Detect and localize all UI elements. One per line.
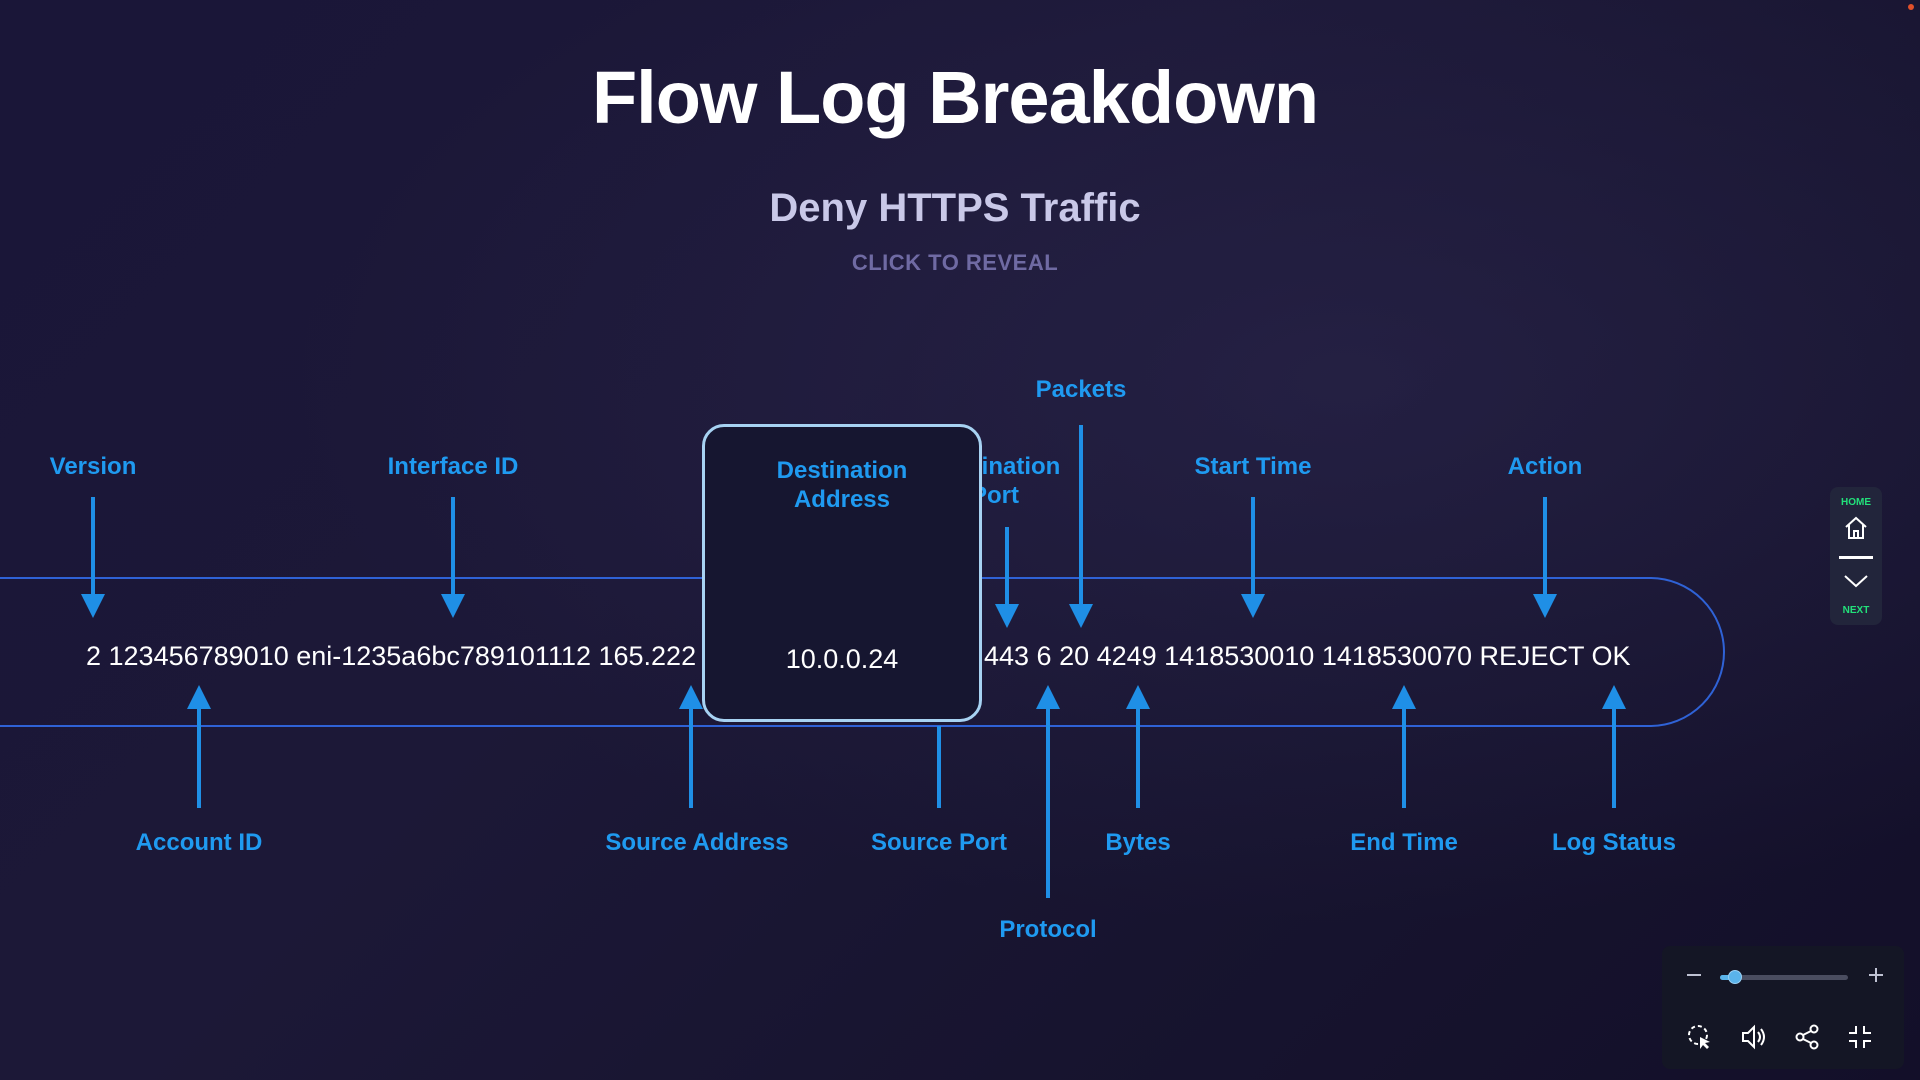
destination-port-label: Destination Port (982, 453, 1061, 509)
log-record-right: 443 6 20 4249 1418530010 1418530070 REJE… (984, 641, 1631, 671)
version-label: Version (49, 453, 137, 480)
log-record-left: 2 123456789010 eni-1235a6bc789101112 165… (86, 641, 697, 671)
status-dot (1908, 4, 1914, 10)
zoom-slider-fill (1720, 975, 1736, 980)
source-address-label: Source Address (605, 829, 789, 856)
destination-address-value: 10.0.0.24 (785, 644, 899, 674)
bytes-label: Bytes (1105, 829, 1171, 856)
interface-id-label: Interface ID (387, 453, 519, 480)
home-icon[interactable] (1843, 515, 1869, 541)
zoom-slider[interactable] (1720, 970, 1848, 984)
zoom-in-icon[interactable] (1864, 963, 1888, 987)
account-id-label: Account ID (135, 829, 263, 856)
zoom-slider-handle[interactable] (1728, 970, 1743, 984)
volume-icon[interactable] (1739, 1022, 1769, 1052)
nav-divider (1839, 556, 1873, 559)
protocol-label: Protocol (999, 916, 1097, 943)
end-time-label: End Time (1350, 829, 1458, 856)
destination-port-label-clip: Destination Port (982, 452, 1062, 512)
playback-controls (1662, 946, 1904, 1069)
action-label: Action (1507, 453, 1583, 480)
packets-label: Packets (1035, 376, 1127, 403)
zoom-out-icon[interactable] (1682, 963, 1706, 987)
exit-fullscreen-icon[interactable] (1845, 1022, 1875, 1052)
track-line (0, 577, 1725, 727)
page-title: Flow Log Breakdown (591, 56, 1319, 139)
destination-address-highlight[interactable]: Destination Address 10.0.0.24 (702, 424, 982, 722)
chevron-down-icon[interactable] (1842, 572, 1870, 590)
side-nav: HOME NEXT (1830, 487, 1882, 625)
cursor-highlight-icon[interactable] (1685, 1022, 1715, 1052)
slide-subtitle: Deny HTTPS Traffic (769, 186, 1141, 230)
destination-address-label: Destination Address (776, 457, 908, 513)
next-label: NEXT (1842, 605, 1870, 616)
source-port-label: Source Port (870, 829, 1008, 856)
log-status-label: Log Status (1552, 829, 1676, 856)
reveal-button[interactable]: CLICK TO REVEAL (851, 250, 1059, 275)
start-time-label: Start Time (1194, 453, 1312, 480)
home-label: HOME (1841, 497, 1871, 508)
share-icon[interactable] (1792, 1022, 1822, 1052)
